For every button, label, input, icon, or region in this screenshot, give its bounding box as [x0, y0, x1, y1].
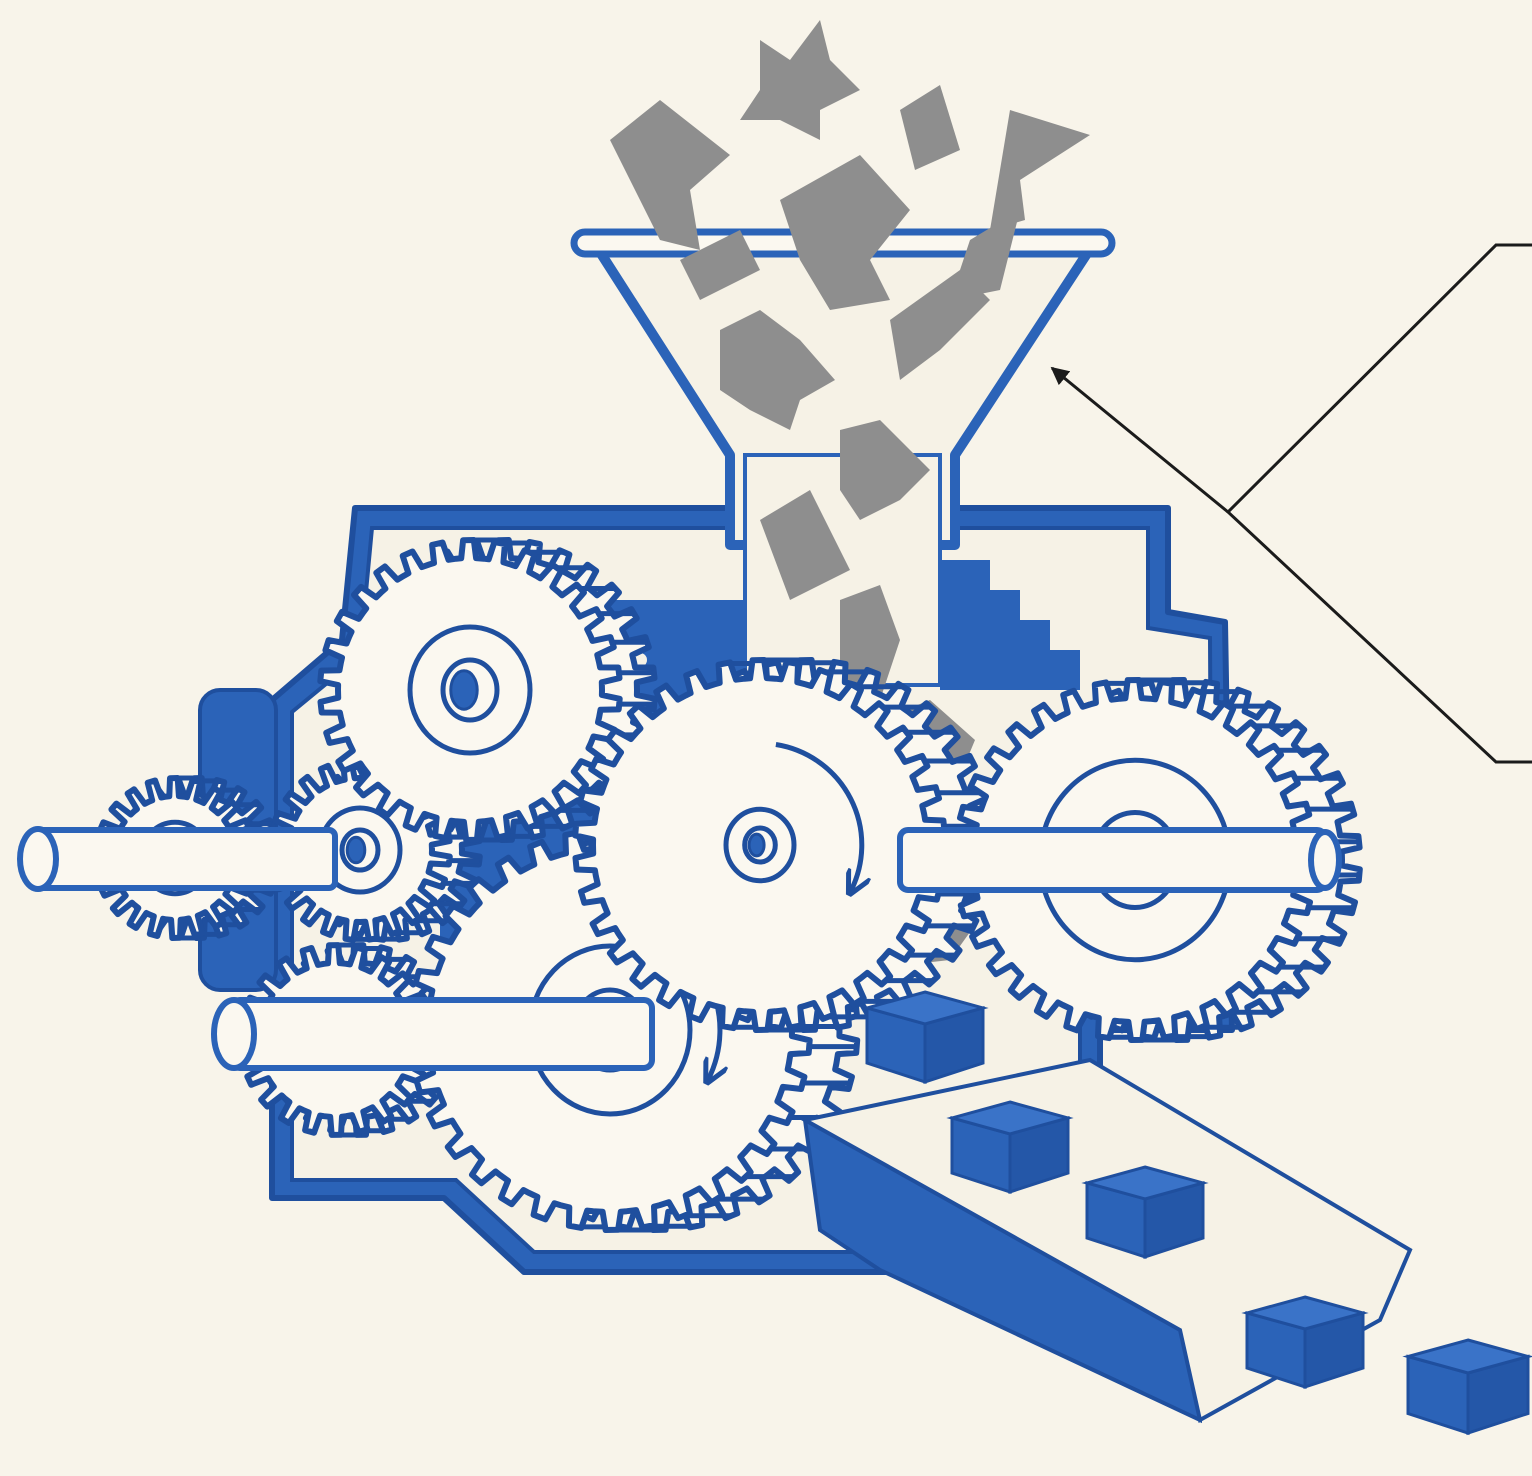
shaft: [214, 1000, 652, 1068]
cube: [1087, 1167, 1203, 1257]
shaft: [900, 830, 1339, 890]
shard: [900, 85, 960, 170]
shard: [740, 20, 860, 140]
shard: [990, 110, 1090, 230]
cube: [1247, 1297, 1363, 1387]
callout-arm: [1228, 245, 1532, 762]
cube: [1408, 1340, 1528, 1433]
cube: [952, 1102, 1068, 1192]
shaft: [20, 829, 335, 889]
cube: [867, 992, 983, 1082]
callout-pointer: [1052, 368, 1228, 512]
shard: [610, 100, 730, 250]
